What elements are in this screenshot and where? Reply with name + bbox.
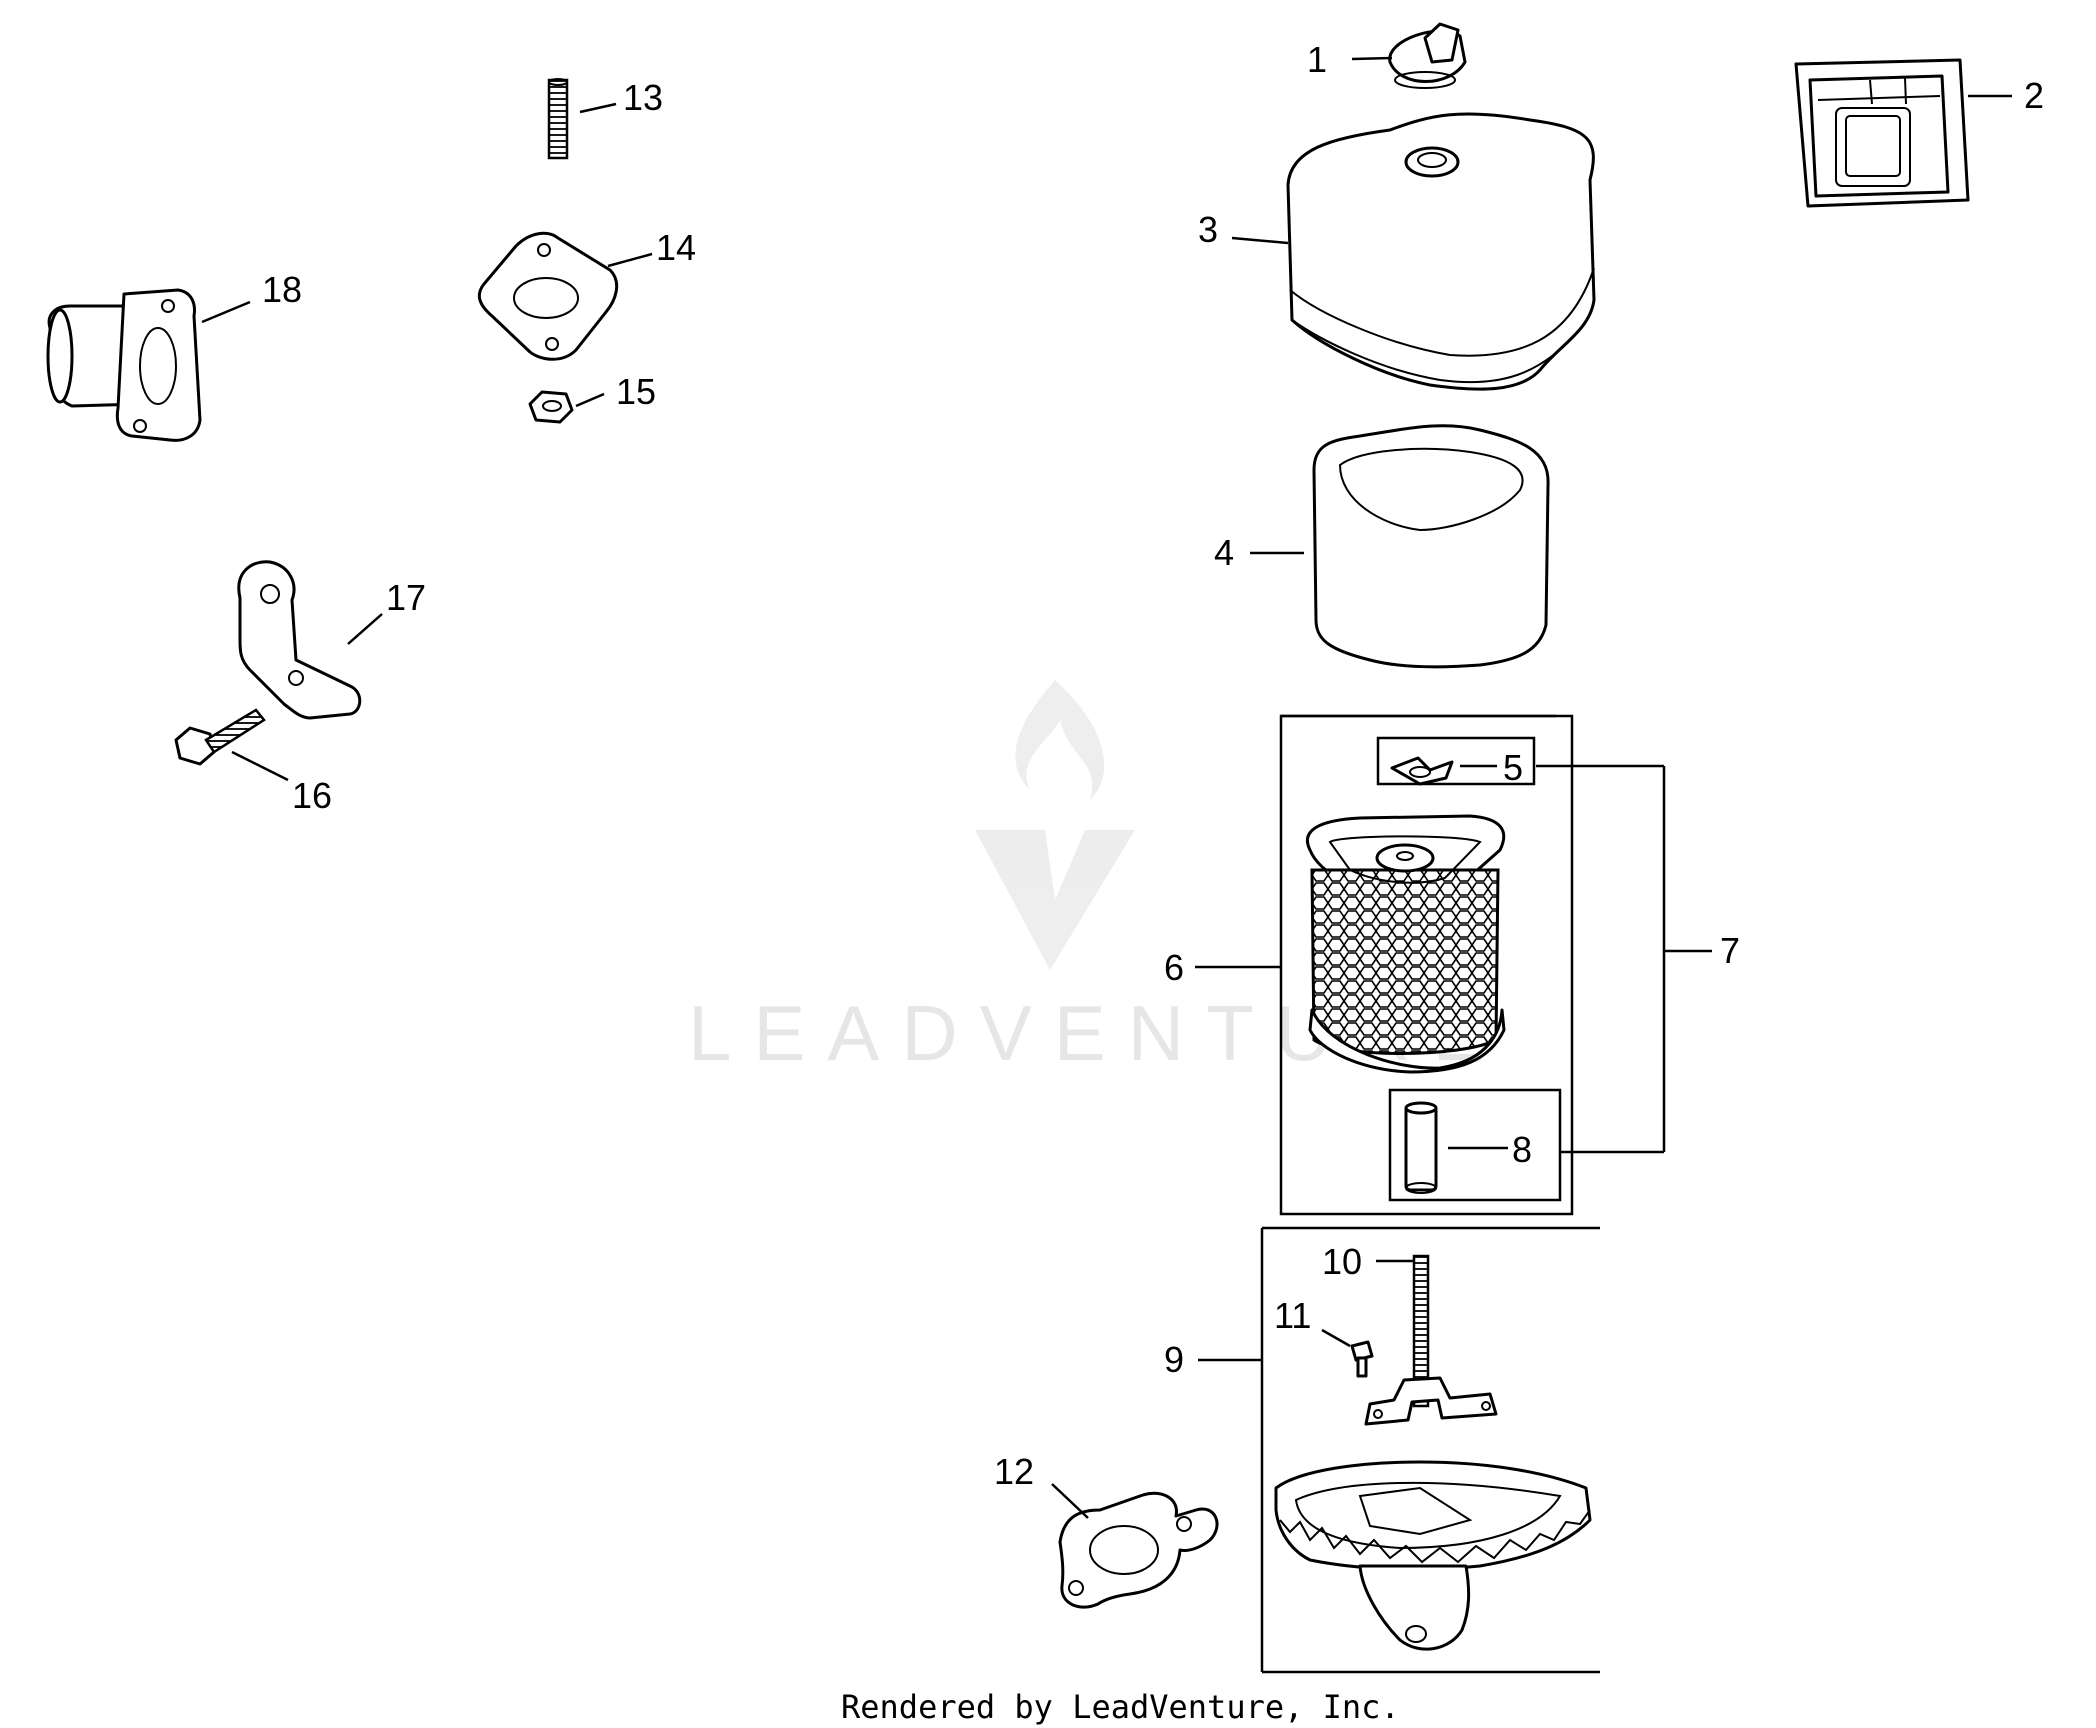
part-stud-bracket (1364, 1254, 1498, 1426)
callout-6: 6 (1164, 947, 1184, 988)
callout-3: 3 (1198, 209, 1218, 250)
part-base (1274, 1460, 1592, 1651)
part-air-cleaner-cover (1286, 112, 1596, 391)
part-knob (1388, 22, 1467, 89)
part-paper-element (1306, 814, 1506, 1074)
part-bolt (174, 708, 266, 766)
callout-9: 9 (1164, 1339, 1184, 1380)
part-foam-element (1312, 424, 1550, 669)
part-wing-nut (1390, 756, 1454, 786)
callout-16: 16 (292, 775, 332, 816)
callout-15: 15 (616, 371, 656, 412)
callout-5: 5 (1503, 747, 1523, 788)
callout-1: 1 (1307, 39, 1327, 80)
group-box-base-kit (1260, 1226, 1600, 1674)
bracket-kit-7 (1536, 764, 1712, 1154)
callout-2: 2 (2024, 75, 2044, 116)
part-stud (547, 78, 569, 160)
part-mounting-bracket (237, 560, 362, 720)
footer-credit: Rendered by LeadVenture, Inc. (841, 1688, 1400, 1726)
part-gasket (1058, 1491, 1219, 1609)
watermark-logo (975, 680, 1135, 970)
callout-11: 11 (1274, 1295, 1311, 1336)
callout-4: 4 (1214, 532, 1234, 573)
group-box-element-kit (1279, 714, 1574, 1216)
callout-10: 10 (1322, 1241, 1362, 1282)
part-intake-tube (46, 288, 202, 442)
callout-14: 14 (656, 227, 696, 268)
part-sleeve (1404, 1101, 1438, 1194)
callout-13: 13 (623, 77, 663, 118)
part-screw (1350, 1340, 1374, 1378)
part-flange-gasket (477, 231, 619, 361)
part-precleaner (1794, 58, 1970, 208)
callout-7: 7 (1720, 930, 1740, 971)
callout-17: 17 (386, 577, 426, 618)
callout-12: 12 (994, 1451, 1034, 1492)
callout-8: 8 (1512, 1129, 1532, 1170)
callout-18: 18 (262, 269, 302, 310)
part-nut (528, 390, 574, 424)
